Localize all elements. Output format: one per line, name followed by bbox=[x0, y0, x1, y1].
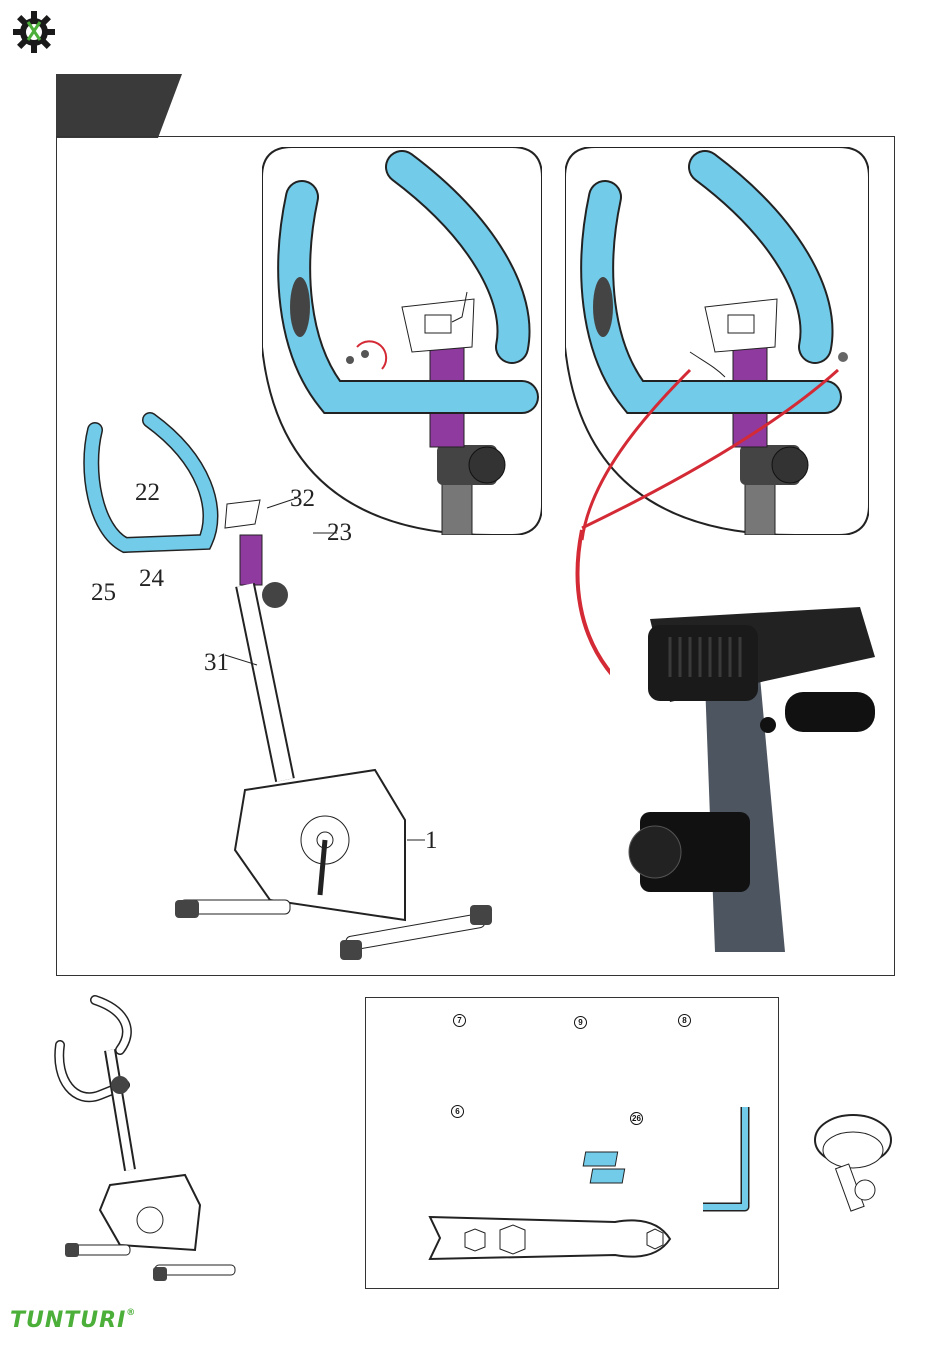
console-mount-photo bbox=[610, 607, 875, 952]
tension-knob-icon bbox=[805, 1110, 900, 1220]
part-number-1: 1 bbox=[425, 828, 438, 853]
tool-illustrations bbox=[365, 997, 779, 1289]
part-number-23: 23 bbox=[327, 520, 352, 545]
assembled-bike-illustration bbox=[45, 990, 255, 1290]
part-number-31: 31 bbox=[204, 650, 229, 675]
part-number-25: 25 bbox=[91, 580, 116, 605]
part-number-24: 24 bbox=[139, 566, 164, 591]
part-number-22: 22 bbox=[135, 480, 160, 505]
part-number-32: 32 bbox=[290, 486, 315, 511]
brand-logo: TUNTURI® bbox=[10, 1308, 136, 1333]
